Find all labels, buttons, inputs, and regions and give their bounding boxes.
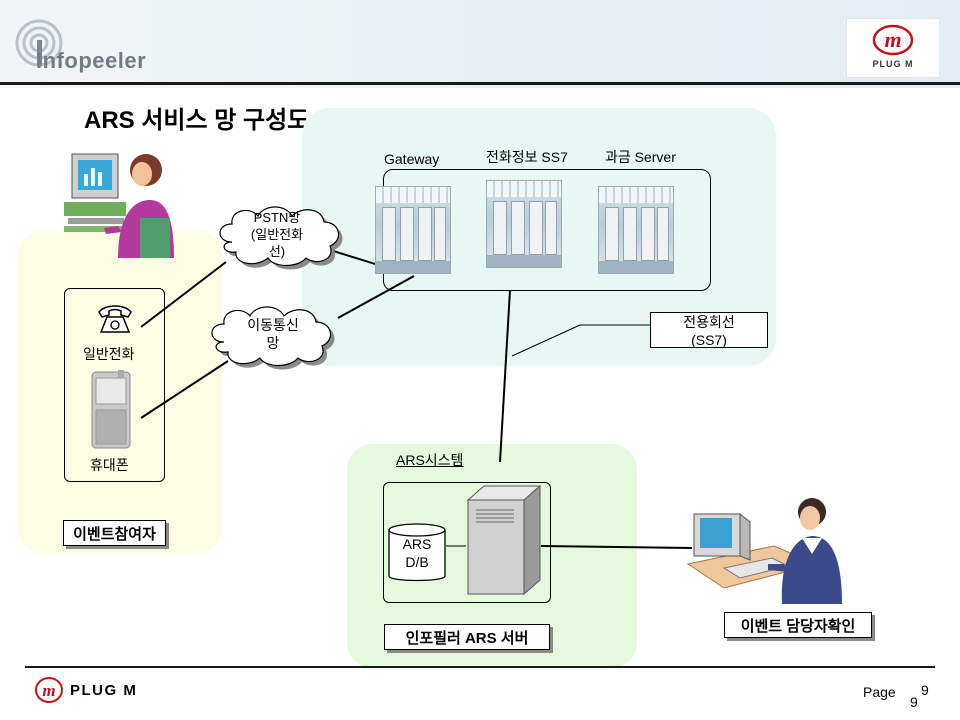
- operator-at-computer-icon: [686, 498, 842, 604]
- ars-system-box: [383, 482, 551, 603]
- participant-at-computer-icon: [64, 153, 174, 258]
- mobile-phone-icon: [91, 370, 131, 449]
- plugm-footer-m-icon: m: [35, 677, 63, 703]
- ars-server-label: 인포필러 ARS 서버: [384, 624, 550, 650]
- plugm-footer-logo: m PLUG M: [34, 676, 154, 708]
- database-line-1: ARS: [402, 536, 432, 552]
- landline-label: 일반전화: [83, 346, 135, 362]
- ars-server-tower-icon: [466, 484, 542, 596]
- page-label: Page: [863, 684, 896, 700]
- page-number-top: 9: [921, 682, 929, 698]
- plugm-footer-text: PLUG M: [70, 682, 138, 699]
- operator-person-image: [684, 494, 844, 606]
- page-number-bottom: 9: [910, 694, 918, 710]
- pstn-line-2: (일반전화: [250, 227, 304, 242]
- billing-server-image: [598, 186, 674, 274]
- pstn-cloud-label: PSTN망 (일반전화 선): [222, 209, 332, 260]
- pstn-line-3: 선): [268, 244, 286, 259]
- plugm-header-text: PLUG M: [872, 59, 914, 69]
- ss7-server-image: [486, 180, 562, 268]
- dedicated-line-1: 전용회선: [683, 314, 735, 330]
- participant-person-image: [62, 148, 176, 260]
- pstn-cloud-shape: [219, 206, 343, 270]
- svg-text:m: m: [884, 27, 901, 52]
- plugm-m-icon: m: [872, 24, 914, 56]
- ars-system-label: ARS시스템: [396, 452, 464, 468]
- svg-text:m: m: [42, 681, 55, 700]
- mobile-cloud-shape: [211, 306, 335, 370]
- gateway-label: Gateway: [384, 151, 440, 167]
- billing-server-label: 과금 Server: [605, 149, 676, 165]
- brand-name: Infopeeler: [36, 48, 147, 73]
- header-divider: [0, 82, 960, 85]
- database-icon: [388, 523, 446, 582]
- database-label: ARS D/B: [387, 535, 447, 571]
- mobile-label: 휴대폰: [90, 457, 129, 473]
- participant-group-label: 이벤트참여자: [63, 520, 166, 546]
- mobile-cloud-label: 이동통신 망: [218, 316, 328, 352]
- plugm-header-logo: m PLUG M: [846, 18, 940, 78]
- pstn-line-1: PSTN망: [253, 210, 301, 225]
- operator-label: 이벤트 담당자확인: [724, 612, 872, 638]
- participant-devices-box: [64, 288, 165, 482]
- database-line-2: D/B: [405, 554, 429, 570]
- dedicated-line-box: 전용회선 (SS7): [650, 312, 768, 348]
- header-band: [0, 0, 960, 88]
- footer-divider: [25, 666, 935, 668]
- dedicated-line-2: (SS7): [691, 332, 727, 348]
- signal-waves-icon: [15, 19, 63, 67]
- gateway-server-image: [375, 186, 451, 274]
- slide-title: ARS 서비스 망 구성도: [84, 107, 310, 134]
- mobile-line-2: 망: [266, 335, 280, 351]
- infopeeler-logo: Infopeeler: [10, 14, 170, 76]
- telephone-icon: [98, 305, 132, 333]
- ss7-label: 전화정보 SS7: [486, 149, 568, 165]
- mobile-line-1: 이동통신: [247, 317, 299, 333]
